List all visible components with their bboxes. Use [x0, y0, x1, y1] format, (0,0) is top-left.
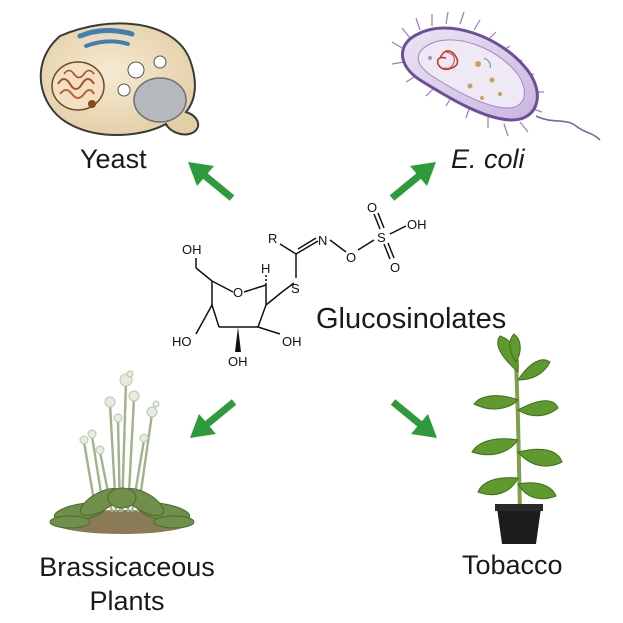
glucosinolates-label: Glucosinolates	[316, 303, 507, 335]
brassicaceous-plants-illustration	[49, 370, 195, 534]
c4-hydroxyl-label: HO	[172, 334, 192, 349]
arrow-to-tobacco	[390, 399, 437, 438]
glucosinolate-atom-labels: O OH HO OH OH H S R N O S O O OH	[172, 200, 427, 369]
ecoli-bacterium-illustration	[391, 11, 601, 141]
tobacco-plant-illustration	[471, 333, 563, 544]
yeast-cell-illustration	[39, 22, 200, 136]
c6-hydroxyl-label: OH	[182, 242, 202, 257]
ring-oxygen-label: O	[233, 285, 243, 300]
c2-hydroxyl-label: OH	[282, 334, 302, 349]
arrow-to-brassicaceous-plants	[190, 399, 237, 438]
c3-hydroxyl-label: OH	[228, 354, 248, 369]
ecoli-label: E. coli	[451, 144, 525, 174]
tobacco-label: Tobacco	[462, 550, 563, 580]
brassicaceous-label-line1: Brassicaceous	[39, 552, 215, 582]
sulfonyl-oxygen-bottom-label: O	[390, 260, 400, 275]
thio-sulfur-label: S	[291, 281, 300, 296]
sulfonyl-oxygen-top-label: O	[367, 200, 377, 215]
brassicaceous-plants-label: Brassicaceous Plants	[22, 550, 232, 618]
yeast-label: Yeast	[80, 144, 147, 174]
glucosinolate-structure	[195, 212, 407, 352]
arrow-to-yeast	[188, 162, 235, 201]
nitrogen-label: N	[318, 233, 327, 248]
oxime-oxygen-label: O	[346, 250, 356, 265]
sulfonyl-hydroxyl-label: OH	[407, 217, 427, 232]
brassicaceous-label-line2: Plants	[89, 586, 165, 616]
anomeric-hydrogen-label: H	[261, 261, 270, 276]
r-group-label: R	[268, 231, 277, 246]
sulfonyl-sulfur-label: S	[377, 230, 386, 245]
arrow-to-ecoli	[389, 162, 436, 201]
